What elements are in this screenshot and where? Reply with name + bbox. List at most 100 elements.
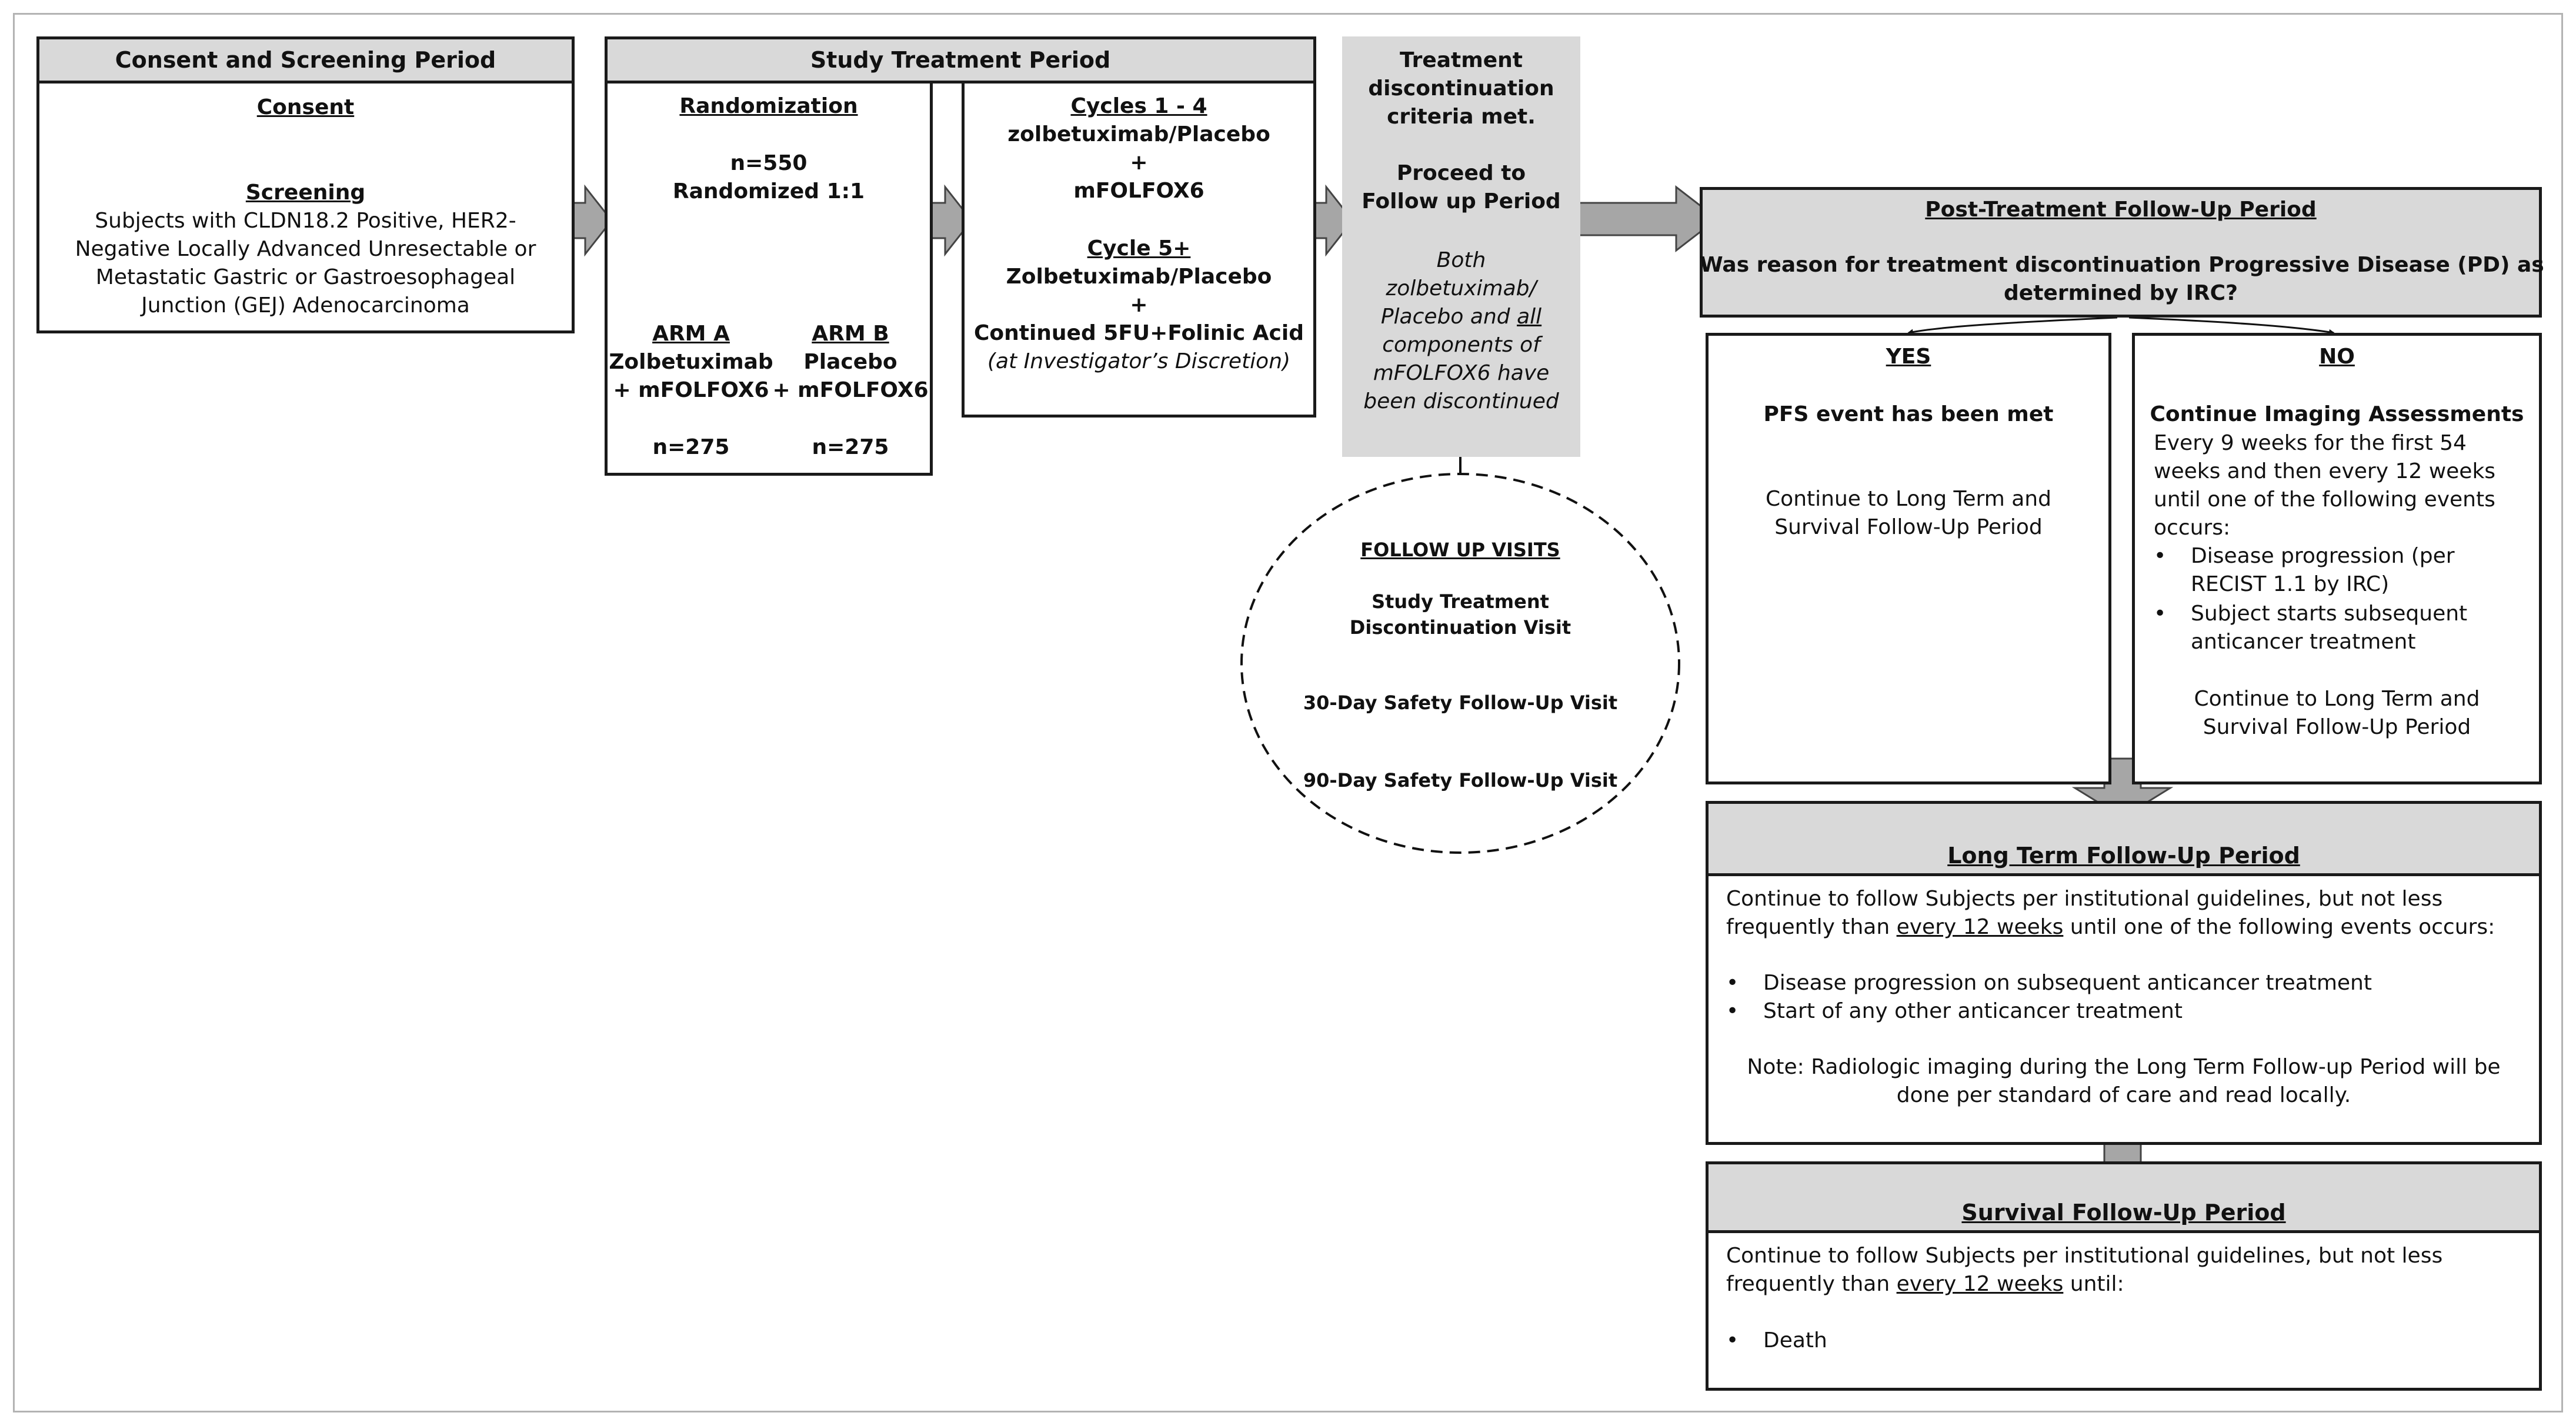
study-treatment-header: Study Treatment Period bbox=[605, 36, 1316, 84]
cycle-5-plus: + bbox=[1130, 293, 1148, 317]
arrow-question-to-no bbox=[2128, 316, 2335, 335]
survival-bullet-1: Death bbox=[1763, 1328, 1827, 1352]
long-term-bullet-2-dot: • bbox=[1726, 999, 1739, 1023]
post-treatment-question-2: determined by IRC? bbox=[2004, 281, 2238, 305]
cycles-1-4-regimen: mFOLFOX6 bbox=[1073, 179, 1204, 203]
survival-line-2-pre: frequently than bbox=[1726, 1272, 1897, 1296]
long-term-note-2: done per standard of care and read local… bbox=[1896, 1083, 2351, 1107]
cycle-5-discretion: (at Investigator’s Discretion) bbox=[987, 349, 1291, 373]
post-treatment-box bbox=[1700, 187, 2542, 318]
long-term-header-bar: Long Term Follow-Up Period bbox=[1706, 801, 2542, 876]
no-continue-2: Survival Follow-Up Period bbox=[2203, 715, 2471, 739]
survival-header: Survival Follow-Up Period bbox=[1961, 1200, 2286, 1225]
discontinuation-note-5: mFOLFOX6 have bbox=[1373, 361, 1550, 385]
long-term-line-1: Continue to follow Subjects per institut… bbox=[1726, 887, 2443, 911]
no-bullet-1-dot: • bbox=[2154, 544, 2167, 568]
no-line-3: until one of the following events bbox=[2154, 487, 2495, 512]
survival-line-1: Continue to follow Subjects per institut… bbox=[1726, 1244, 2443, 1268]
follow-up-visits-title: FOLLOW UP VISITS bbox=[1360, 539, 1560, 561]
long-term-line-2: frequently than every 12 weeks until one… bbox=[1726, 913, 2495, 941]
yes-continue-1: Continue to Long Term and bbox=[1766, 487, 2051, 511]
yes-box bbox=[1706, 333, 2111, 784]
survival-bullet-1-dot: • bbox=[1726, 1328, 1739, 1352]
discontinuation-note-2: zolbetuximab/ bbox=[1386, 276, 1537, 300]
screening-line-4: Junction (GEJ) Adenocarcinoma bbox=[141, 293, 470, 318]
long-term-line-2-pre: frequently than bbox=[1726, 915, 1897, 939]
discontinuation-note-4: components of bbox=[1382, 333, 1540, 357]
visit-1-line-2: Discontinuation Visit bbox=[1349, 616, 1571, 639]
arm-a-drug: Zolbetuximab bbox=[609, 350, 773, 374]
no-line-4: occurs: bbox=[2154, 516, 2231, 540]
screening-label: Screening bbox=[245, 181, 366, 205]
long-term-note-1: Note: Radiologic imaging during the Long… bbox=[1747, 1055, 2501, 1079]
proceed-line-2: Follow up Period bbox=[1362, 189, 1561, 213]
discontinuation-note-3: Placebo and all bbox=[1380, 305, 1542, 329]
no-bullet-1-line-2: RECIST 1.1 by IRC) bbox=[2191, 572, 2390, 596]
consent-screening-box bbox=[36, 36, 575, 333]
long-term-bullet-2: Start of any other anticancer treatment bbox=[1763, 999, 2183, 1023]
screening-line-2: Negative Locally Advanced Unresectable o… bbox=[75, 237, 536, 261]
post-treatment-question-1: Was reason for treatment discontinuation… bbox=[1700, 253, 2544, 277]
long-term-line-2-post: until one of the following events occurs… bbox=[2063, 915, 2495, 939]
arm-a-n: n=275 bbox=[652, 435, 730, 459]
cycle-5-drug: Zolbetuximab/Placebo bbox=[1006, 265, 1272, 289]
screening-line-1: Subjects with CLDN18.2 Positive, HER2- bbox=[95, 209, 516, 233]
arm-a-regimen: + mFOLFOX6 bbox=[613, 378, 769, 402]
arrow-question-to-yes bbox=[1907, 316, 2118, 335]
follow-up-visits-ellipse bbox=[1240, 473, 1680, 854]
randomization-ratio: Randomized 1:1 bbox=[672, 179, 865, 203]
survival-line-2: frequently than every 12 weeks until: bbox=[1726, 1270, 2124, 1298]
long-term-frequency: every 12 weeks bbox=[1896, 915, 2064, 939]
cycle-5-title: Cycle 5+ bbox=[1087, 236, 1191, 261]
post-treatment-header: Post-Treatment Follow-Up Period bbox=[1925, 198, 2317, 222]
no-label: NO bbox=[2319, 345, 2355, 369]
no-bullet-2-dot: • bbox=[2154, 602, 2167, 626]
discontinuation-box bbox=[1342, 36, 1580, 457]
discontinuation-note-1: Both bbox=[1436, 248, 1486, 272]
no-line-2: weeks and then every 12 weeks bbox=[2154, 459, 2496, 483]
long-term-bullet-1: Disease progression on subsequent antica… bbox=[1763, 971, 2372, 995]
visit-1-line-1: Study Treatment bbox=[1372, 590, 1549, 613]
yes-continue-2: Survival Follow-Up Period bbox=[1774, 515, 2043, 539]
visit-3: 90-Day Safety Follow-Up Visit bbox=[1303, 769, 1618, 792]
visit-2: 30-Day Safety Follow-Up Visit bbox=[1303, 692, 1618, 714]
arm-b-drug: Placebo bbox=[803, 350, 897, 374]
randomization-box bbox=[605, 81, 933, 476]
arm-a-title: ARM A bbox=[652, 322, 730, 346]
arm-b-regimen: + mFOLFOX6 bbox=[772, 378, 929, 402]
block-arrow-to-post-treatment bbox=[1564, 185, 1719, 253]
no-bullet-1-line-1: Disease progression (per bbox=[2191, 544, 2455, 568]
no-bullet-2-line-1: Subject starts subsequent bbox=[2191, 602, 2468, 626]
no-box bbox=[2132, 333, 2542, 784]
consent-screening-header-text: Consent and Screening Period bbox=[115, 47, 496, 73]
survival-header-bar: Survival Follow-Up Period bbox=[1706, 1161, 2542, 1233]
long-term-header: Long Term Follow-Up Period bbox=[1947, 843, 2300, 869]
discontinuation-line-2: discontinuation bbox=[1368, 76, 1554, 101]
survival-line-2-post: until: bbox=[2063, 1272, 2124, 1296]
no-title: Continue Imaging Assessments bbox=[2150, 402, 2524, 426]
proceed-line-1: Proceed to bbox=[1396, 161, 1526, 185]
cycles-box bbox=[962, 81, 1316, 418]
cycle-5-regimen: Continued 5FU+Folinic Acid bbox=[973, 321, 1304, 345]
no-line-1: Every 9 weeks for the first 54 bbox=[2154, 431, 2467, 455]
study-treatment-header-text: Study Treatment Period bbox=[810, 47, 1111, 73]
discontinuation-line-3: criteria met. bbox=[1387, 105, 1536, 129]
figure-frame bbox=[13, 13, 2563, 1412]
consent-label: Consent bbox=[256, 95, 355, 119]
yes-event: PFS event has been met bbox=[1763, 402, 2054, 426]
arm-b-n: n=275 bbox=[812, 435, 889, 459]
randomization-label: Randomization bbox=[679, 94, 858, 118]
arm-b-title: ARM B bbox=[812, 322, 889, 346]
cycles-1-4-title: Cycles 1 - 4 bbox=[1070, 94, 1207, 118]
screening-line-3: Metastatic Gastric or Gastroesophageal bbox=[95, 265, 516, 289]
consent-screening-header: Consent and Screening Period bbox=[36, 36, 575, 84]
no-bullet-2-line-2: anticancer treatment bbox=[2191, 630, 2416, 654]
discontinuation-line-1: Treatment bbox=[1399, 48, 1523, 72]
survival-frequency: every 12 weeks bbox=[1896, 1272, 2064, 1296]
no-continue-1: Continue to Long Term and bbox=[2194, 687, 2480, 711]
yes-label: YES bbox=[1886, 345, 1931, 369]
long-term-bullet-1-dot: • bbox=[1726, 971, 1739, 995]
cycles-1-4-drug: zolbetuximab/Placebo bbox=[1007, 122, 1270, 146]
randomization-n: n=550 bbox=[730, 151, 807, 175]
cycles-1-4-plus: + bbox=[1130, 151, 1148, 175]
